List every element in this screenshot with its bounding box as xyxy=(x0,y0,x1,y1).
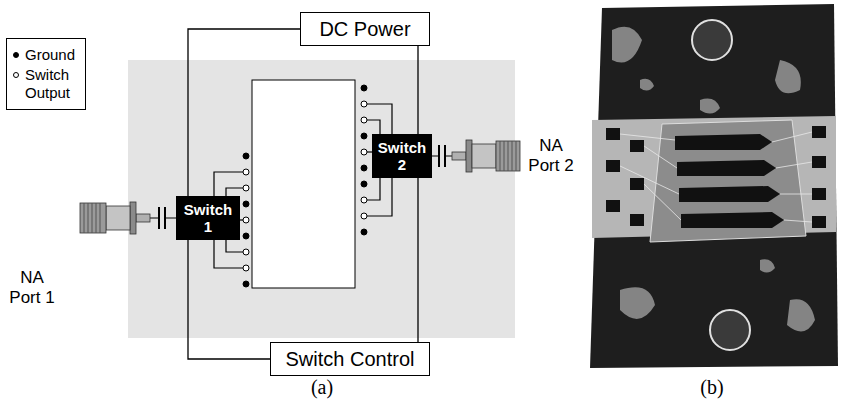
panel-label: (b) xyxy=(682,376,742,398)
output-dot xyxy=(361,117,367,123)
ground-dot xyxy=(243,281,249,287)
side-pads xyxy=(606,126,826,228)
knurling xyxy=(500,141,516,171)
ground-dot xyxy=(361,85,367,91)
control-line xyxy=(188,240,270,359)
connector-body xyxy=(106,206,130,230)
wire xyxy=(367,104,392,134)
wire xyxy=(150,217,176,218)
knurling xyxy=(84,203,100,233)
pad xyxy=(606,128,620,140)
pad xyxy=(630,214,644,226)
capacitor-symbol xyxy=(439,145,445,167)
wire xyxy=(214,240,243,268)
pad xyxy=(606,200,620,212)
legend-sample xyxy=(13,52,19,58)
output-dot xyxy=(243,217,249,223)
wire xyxy=(226,240,243,252)
connector-nut xyxy=(496,141,520,171)
output-dot xyxy=(243,185,249,191)
pad xyxy=(812,156,826,168)
output-dot xyxy=(243,169,249,175)
bond-wires xyxy=(620,132,812,222)
connector-pin xyxy=(136,214,150,222)
legend-sample xyxy=(13,72,19,78)
port-label: NA Port 1 xyxy=(4,268,60,308)
wire xyxy=(367,120,380,134)
circuit-board xyxy=(128,60,515,338)
ground-dot xyxy=(361,229,367,235)
port-label: NA Port 2 xyxy=(522,136,580,176)
node-text: DC Power xyxy=(319,18,410,41)
switch-pads xyxy=(675,134,784,228)
wire xyxy=(214,172,243,196)
wire xyxy=(432,155,452,156)
ground-dot xyxy=(243,153,249,159)
wire xyxy=(226,188,243,196)
control-line xyxy=(417,178,418,342)
legend-row: Switch Output xyxy=(13,66,79,102)
pad xyxy=(812,188,826,200)
control-box: Switch Control xyxy=(270,342,430,376)
control-line xyxy=(417,46,418,134)
connector-pin xyxy=(452,152,466,160)
ground-dot xyxy=(361,133,367,139)
connector-body xyxy=(472,144,496,168)
device-photo xyxy=(590,4,838,368)
device-substrate xyxy=(650,120,806,242)
switch-chip: Switch 2 xyxy=(372,134,432,178)
node-text: Switch 1 xyxy=(181,201,235,235)
photo-background xyxy=(590,4,838,368)
port-2-connector xyxy=(432,140,520,172)
pad xyxy=(675,134,772,150)
pad xyxy=(677,160,776,176)
control-line xyxy=(188,29,300,196)
node-text: Switch Control xyxy=(286,348,415,371)
switch-output-wires xyxy=(214,104,392,268)
panel-label: (a) xyxy=(292,376,352,398)
screw-hole xyxy=(710,310,750,350)
output-dot xyxy=(243,249,249,255)
ground-dot xyxy=(361,181,367,187)
pad xyxy=(812,216,826,228)
output-dot xyxy=(361,213,367,219)
node-text: Switch 2 xyxy=(377,139,427,173)
ground-dot xyxy=(243,201,249,207)
supply-box: DC Power xyxy=(300,12,430,46)
connector-nut xyxy=(80,203,106,233)
screw-hole xyxy=(692,20,732,60)
legend-text: Ground xyxy=(25,46,79,64)
switch-chip: Switch 1 xyxy=(176,196,240,240)
legend-row: Ground xyxy=(13,46,79,64)
ground-dot xyxy=(361,165,367,171)
output-dot xyxy=(243,265,249,271)
glare xyxy=(612,27,815,332)
wire xyxy=(367,178,380,200)
pad xyxy=(679,186,780,202)
pad-dots xyxy=(243,85,367,287)
ground-dot xyxy=(243,233,249,239)
pad xyxy=(681,212,784,228)
connector-flange xyxy=(466,140,472,172)
legend-text: Switch Output xyxy=(25,66,79,102)
pad xyxy=(630,140,644,152)
pad xyxy=(630,178,644,190)
legend-box: GroundSwitch Output xyxy=(6,38,86,110)
pad xyxy=(606,160,620,172)
output-dot xyxy=(361,149,367,155)
port-1-connector xyxy=(80,202,176,234)
wire xyxy=(367,178,392,216)
connector-flange xyxy=(130,202,136,234)
capacitor-symbol xyxy=(159,207,165,229)
pad xyxy=(812,126,826,138)
output-dot xyxy=(361,197,367,203)
device-substrate xyxy=(252,80,355,288)
output-dot xyxy=(361,101,367,107)
